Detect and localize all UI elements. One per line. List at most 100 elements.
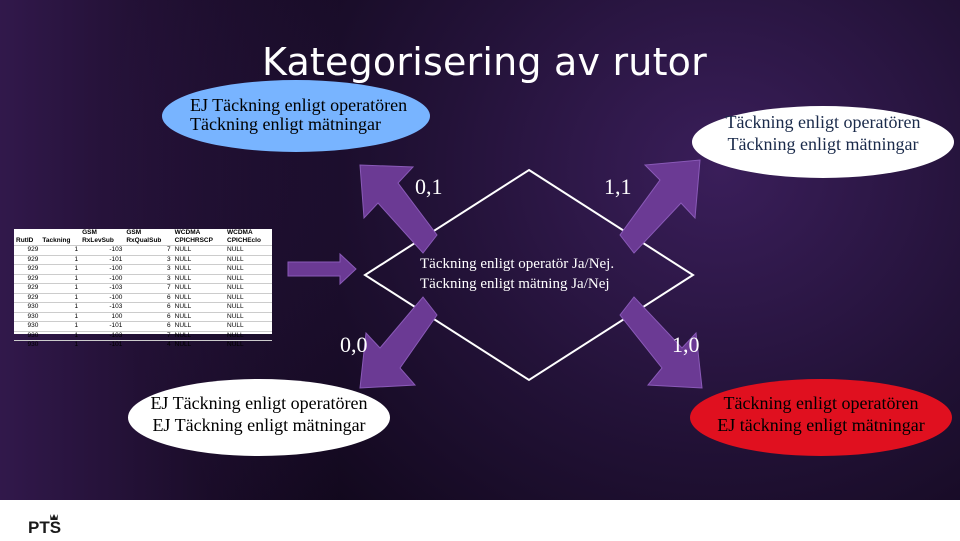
table-cell: 7 xyxy=(124,245,173,255)
table-cell: NULL xyxy=(172,321,225,331)
table-cell: 6 xyxy=(124,292,173,303)
table-cell: NULL xyxy=(172,292,225,303)
arrow-down-right xyxy=(619,296,703,389)
column-group-label: WCDMA xyxy=(227,229,253,236)
table-cell: NULL xyxy=(225,321,272,331)
diamond-caption-line1: Täckning enligt operatör Ja/Nej. xyxy=(420,256,615,272)
table-header-row: RutID Tackning RxLevSub RxQualSub CPICHR… xyxy=(14,237,272,246)
table-cell: NULL xyxy=(225,311,272,322)
coord-0-1: 0,1 xyxy=(415,174,443,199)
table-cell: 1 xyxy=(40,311,81,322)
table-cell: 930 xyxy=(14,330,41,341)
table-cell: NULL xyxy=(225,302,272,312)
column-header: RxLevSub xyxy=(82,237,114,244)
pts-logo: PTS xyxy=(28,512,88,539)
table-cell: -103 xyxy=(80,245,125,255)
footer xyxy=(0,500,960,541)
table-cell: 1 xyxy=(40,264,81,274)
table-cell: -101 xyxy=(80,321,125,331)
quadrant-bottom-left-line2: EJ Täckning enligt mätningar xyxy=(152,415,366,435)
arrow-right xyxy=(287,252,357,286)
table-cell: NULL xyxy=(172,330,225,341)
column-group-label: GSM xyxy=(82,229,97,236)
coord-1-0: 1,0 xyxy=(672,332,700,357)
table-cell: 929 xyxy=(14,254,41,265)
logo-text: PTS xyxy=(28,518,61,537)
quadrant-bottom-right: Täckning enligt operatören EJ täckning e… xyxy=(690,379,952,456)
table-cell: NULL xyxy=(225,330,272,341)
column-group-label xyxy=(40,229,80,237)
arrow-up-right xyxy=(619,159,701,254)
table-cell: -100 xyxy=(80,273,125,284)
table-cell: NULL xyxy=(172,245,225,255)
table-cell: 1 xyxy=(40,273,81,284)
quadrant-bottom-right-line2: EJ täckning enligt mätningar xyxy=(717,415,925,435)
coord-0-0: 0,0 xyxy=(340,332,368,357)
page-title: Kategorisering av rutor xyxy=(262,40,707,84)
column-header: CPICHRSCP xyxy=(174,237,213,244)
table-cell: 4 xyxy=(124,340,173,350)
quadrant-top-left: EJ Täckning enligt operatören Täckning e… xyxy=(162,80,430,152)
table-cell: NULL xyxy=(225,264,272,274)
table-cell: 1 xyxy=(40,283,81,293)
table-cell: 6 xyxy=(124,321,173,331)
quadrant-top-right: Täckning enligt operatören Täckning enli… xyxy=(692,106,954,178)
table-cell: NULL xyxy=(225,292,272,303)
table-cell: 929 xyxy=(14,264,41,274)
table-cell: -101 xyxy=(80,254,125,265)
table-cell: NULL xyxy=(225,245,272,255)
table-cell: -103 xyxy=(80,302,125,312)
diamond-caption-line2: Täckning enligt mätning Ja/Nej xyxy=(420,276,610,292)
table-cell: 3 xyxy=(124,264,173,274)
table-cell: 930 xyxy=(14,340,41,350)
table-cell: 1 xyxy=(40,292,81,303)
table-cell: 930 xyxy=(14,311,41,322)
diamond-caption: Täckning enligt operatör Ja/Nej. Täcknin… xyxy=(420,254,680,294)
measurement-table: GSM GSM WCDMA WCDMA RutID Tackning RxLev… xyxy=(14,229,272,350)
quadrant-bottom-right-line1: Täckning enligt operatören xyxy=(723,393,919,413)
arrow-down-left xyxy=(359,296,438,389)
table-cell: 1 xyxy=(40,321,81,331)
table-cell: NULL xyxy=(172,273,225,284)
table-cell: NULL xyxy=(172,254,225,265)
table-cell: -100 xyxy=(80,264,125,274)
table-cell: 1 xyxy=(40,340,81,350)
quadrant-top-right-line2: Täckning enligt mätningar xyxy=(727,134,919,154)
table-cell: 929 xyxy=(14,273,41,284)
table-cell: NULL xyxy=(172,264,225,274)
quadrant-top-left-line2: Täckning enligt mätningar xyxy=(190,114,381,134)
quadrant-top-left-line1: EJ Täckning enligt operatören xyxy=(190,95,408,115)
quadrant-top-right-line1: Täckning enligt operatören xyxy=(725,112,921,132)
table-cell: 1 xyxy=(40,245,81,255)
table-cell: 929 xyxy=(14,283,41,293)
table-header-group-row: GSM GSM WCDMA WCDMA xyxy=(14,229,272,237)
column-group-label: GSM xyxy=(126,229,142,236)
table-cell: NULL xyxy=(172,283,225,293)
table-cell: NULL xyxy=(172,340,225,350)
column-header: CPICHEcIo xyxy=(227,237,261,244)
column-header: Tackning xyxy=(42,237,71,244)
table-cell: 6 xyxy=(124,311,173,322)
table-cell: 930 xyxy=(14,302,41,312)
column-group-label: WCDMA xyxy=(174,229,201,236)
table-cell: -103 xyxy=(80,283,125,293)
table-cell: 1 xyxy=(40,302,81,312)
table-cell: 3 xyxy=(124,254,173,265)
column-header: RxQualSub xyxy=(126,237,162,244)
quadrant-bottom-left: EJ Täckning enligt operatören EJ Täcknin… xyxy=(128,379,390,456)
table-cell: 929 xyxy=(14,292,41,303)
coord-1-1: 1,1 xyxy=(604,174,632,199)
table-cell: NULL xyxy=(225,273,272,284)
table-cell: 7 xyxy=(124,330,173,341)
